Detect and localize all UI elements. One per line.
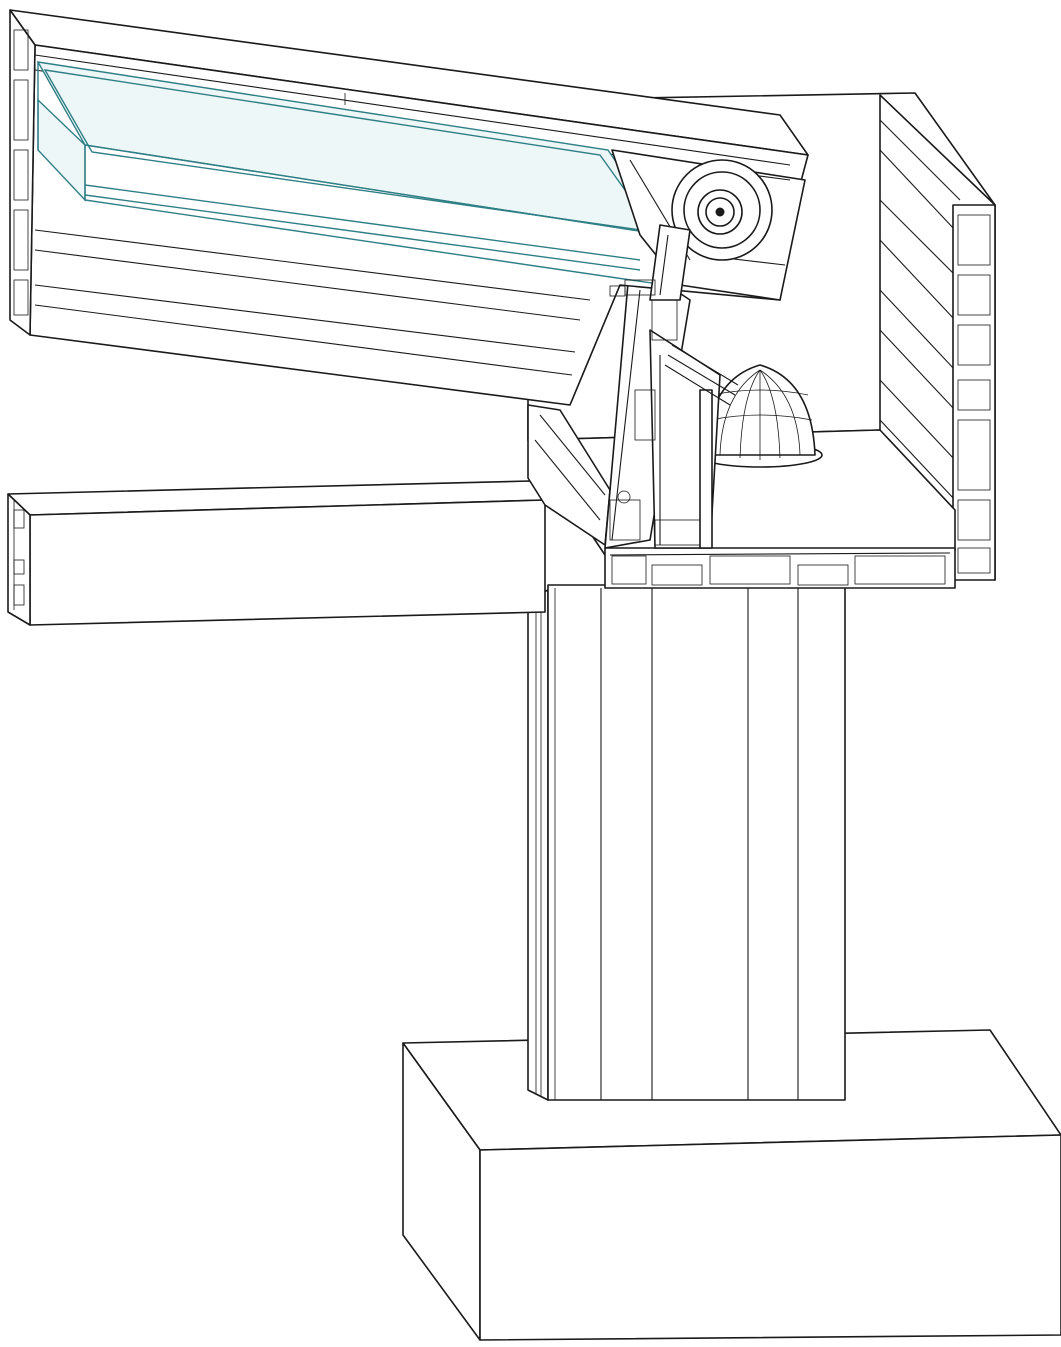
horizontal-beam	[7, 480, 546, 626]
motor-drum-icon	[671, 159, 773, 261]
opening-arm	[609, 224, 691, 301]
roof-drain-icon	[697, 364, 823, 468]
support-column	[527, 584, 846, 1101]
